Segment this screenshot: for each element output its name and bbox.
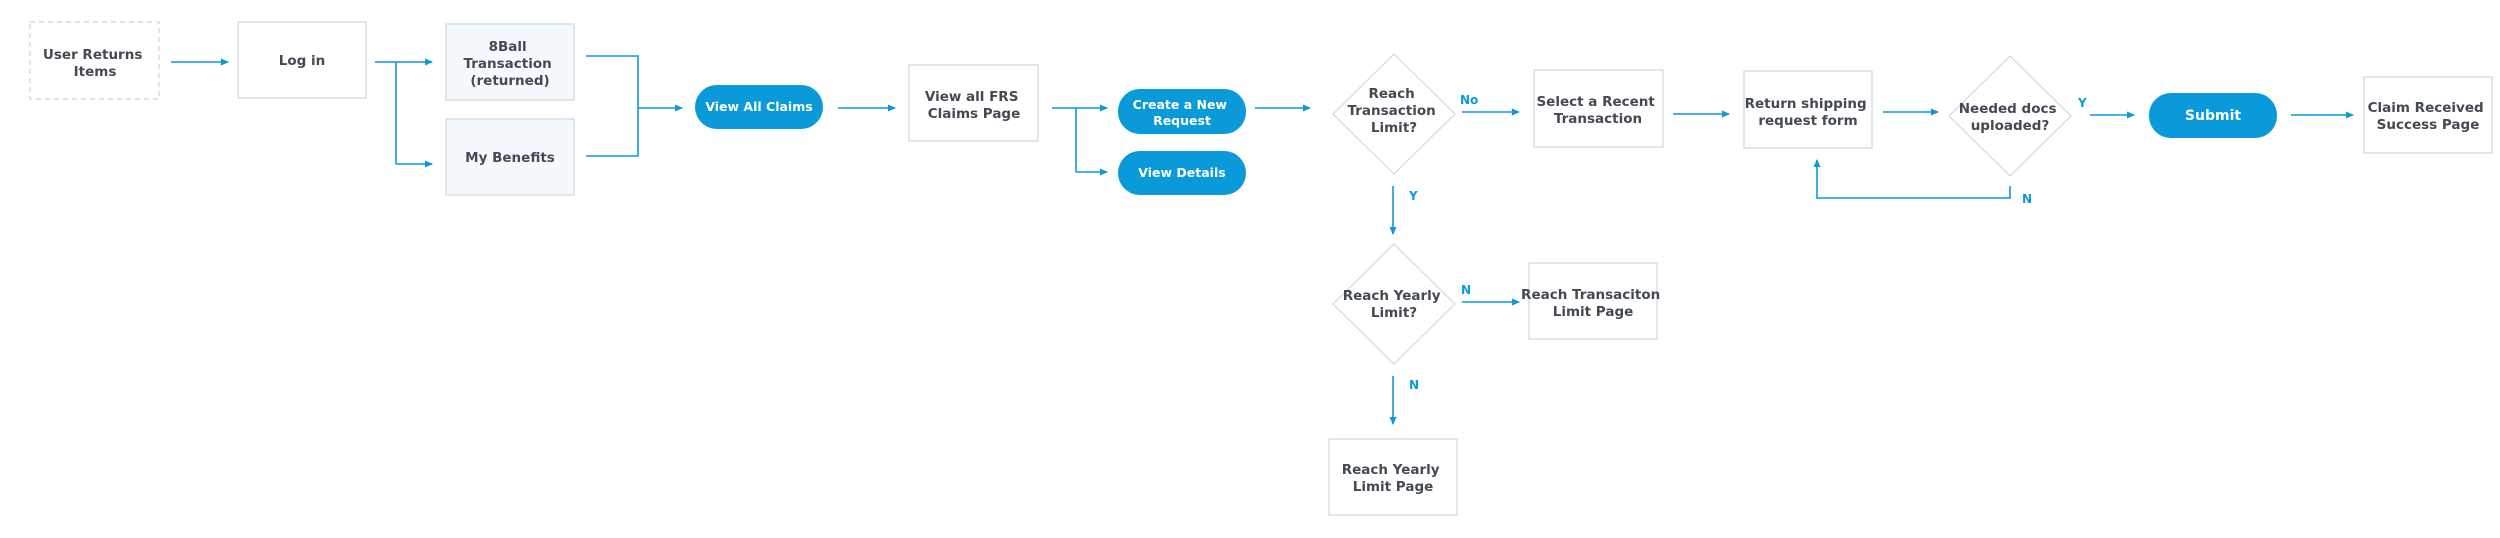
node-view-all-frs-claims: View all FRS Claims Page bbox=[908, 64, 1039, 142]
svg-text:Log in: Log in bbox=[279, 53, 325, 69]
edge-label-docs-no: N bbox=[2022, 192, 2032, 206]
svg-text:8Ball Transaction: 8Ball Transaction (returned) bbox=[464, 39, 557, 89]
svg-text:My Benefits: My Benefits bbox=[465, 150, 555, 166]
svg-text:Needed docs uploaded?: Needed docs uploaded? bbox=[1959, 101, 2061, 134]
svg-text:Claim Received Success: Claim Received Success Page bbox=[2368, 100, 2489, 133]
edge-labels: No Y Y N N N bbox=[1408, 93, 2087, 392]
edge-frs-branch bbox=[1052, 107, 1077, 172]
node-needed-docs-uploaded: Needed docs uploaded? bbox=[1948, 55, 2072, 177]
node-my-benefits: My Benefits bbox=[445, 118, 575, 196]
node-log-in: Log in bbox=[237, 21, 367, 99]
svg-text:Reach Transaction: Reach Transaction Limit? bbox=[1348, 86, 1441, 136]
node-submit: Submit bbox=[2149, 93, 2277, 138]
svg-text:Reach Yearly Limit?: Reach Yearly Limit? bbox=[1343, 288, 1446, 321]
svg-text:Create a New Request: Create a New Request bbox=[1133, 97, 1232, 128]
node-view-details: View Details bbox=[1118, 151, 1246, 195]
node-view-all-claims: View All Claims bbox=[695, 85, 823, 129]
svg-text:Reach Yearly Limit Pag: Reach Yearly Limit Page bbox=[1342, 462, 1445, 495]
node-reach-yearly-limit-page: Reach Yearly Limit Page bbox=[1328, 438, 1458, 516]
edge-label-transaction-no: No bbox=[1460, 93, 1478, 107]
svg-text:View Details: View Details bbox=[1138, 165, 1225, 180]
edge-docs-no-loop bbox=[1813, 159, 2011, 199]
svg-text:User Returns Items: User Returns Items bbox=[43, 47, 147, 80]
node-reach-transaction-limit: Reach Transaction Limit? bbox=[1332, 53, 1456, 175]
edge-login-branch bbox=[375, 61, 397, 164]
node-return-shipping-form: Return shipping request form bbox=[1743, 70, 1873, 149]
svg-text:Reach Transaciton Limi: Reach Transaciton Limit Page bbox=[1521, 287, 1665, 320]
svg-text:View All Claims: View All Claims bbox=[705, 99, 812, 114]
edge-label-yearly-no-right: N bbox=[1461, 283, 1471, 297]
node-create-new-request: Create a New Request bbox=[1118, 89, 1246, 134]
edge-8ball-merge bbox=[586, 55, 639, 157]
node-user-returns-items: User Returns Items bbox=[29, 21, 160, 100]
svg-text:Select a Recent Transa: Select a Recent Transaction bbox=[1536, 94, 1659, 127]
connectors bbox=[171, 55, 2354, 425]
edge-label-yearly-no-down: N bbox=[1409, 378, 1419, 392]
svg-text:View all FRS Claims Pa: View all FRS Claims Page bbox=[925, 89, 1023, 122]
edge-label-transaction-yes: Y bbox=[1408, 189, 1418, 203]
node-8ball-transaction: 8Ball Transaction (returned) bbox=[445, 23, 575, 101]
svg-text:Submit: Submit bbox=[2185, 108, 2241, 124]
node-claim-received-success: Claim Received Success Page bbox=[2363, 76, 2493, 154]
nodes: User Returns Items Log in 8Ball Transact… bbox=[29, 21, 2493, 516]
edge-label-docs-yes: Y bbox=[2077, 96, 2087, 110]
node-select-recent-transaction: Select a Recent Transaction bbox=[1533, 69, 1664, 148]
node-reach-transaction-limit-page: Reach Transaciton Limit Page bbox=[1521, 262, 1665, 340]
svg-text:Return shipping reques: Return shipping request form bbox=[1745, 96, 1872, 129]
node-reach-yearly-limit: Reach Yearly Limit? bbox=[1332, 243, 1456, 365]
